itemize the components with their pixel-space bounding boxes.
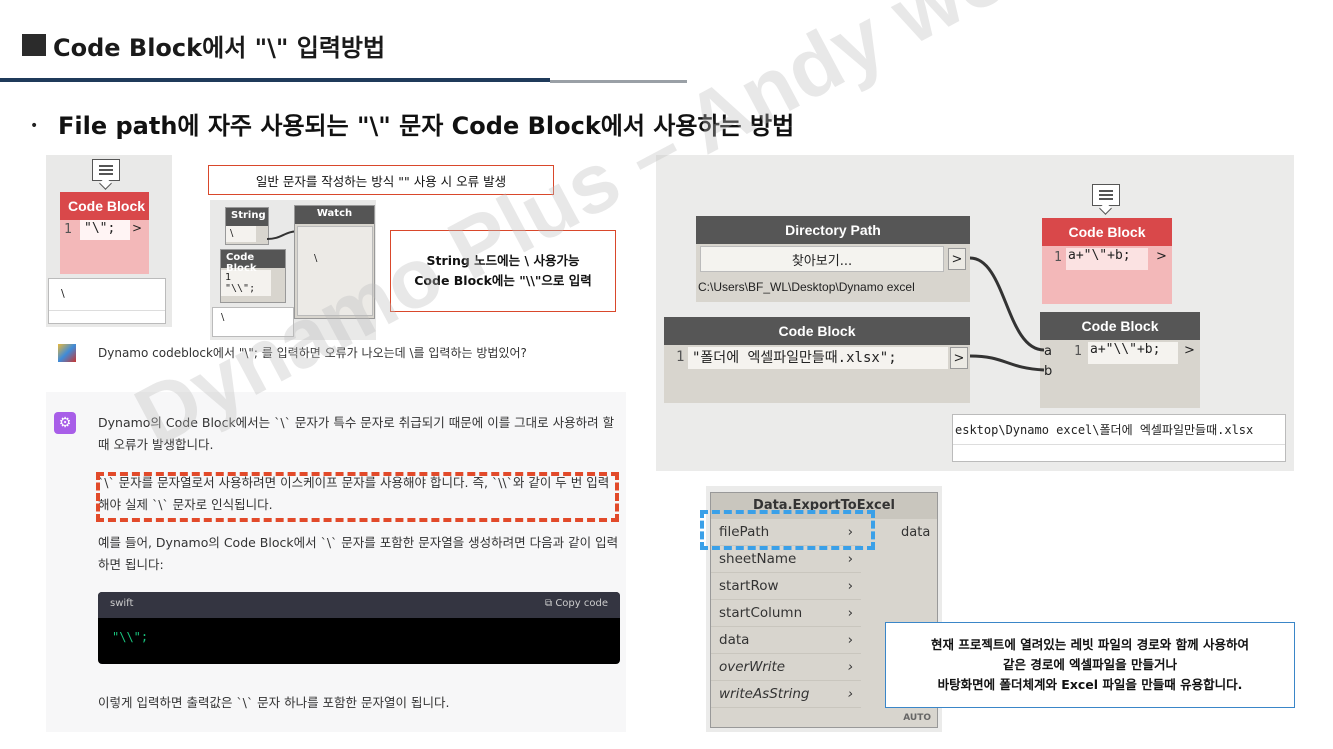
note-line3: 바탕화면에 폴더체계와 Excel 파일을 만들때 유용합니다. — [937, 677, 1243, 692]
lacing-label: AUTO — [903, 713, 931, 723]
watch-node-title: Watch — [295, 206, 374, 224]
chatgpt-logo-icon: ⚙ — [54, 412, 76, 434]
export-output-data[interactable]: data — [901, 525, 931, 540]
path-value: C:\Users\BF_WL\Desktop\Dynamo excel — [698, 280, 915, 294]
codeblock-title: Code Block — [68, 198, 146, 214]
info-line1: String 노드에는 \ 사용가능 — [426, 253, 580, 268]
join-codeblock-line: 1 — [1074, 344, 1082, 359]
error-note-box: 일반 문자를 작성하는 방식 "" 사용 시 오류 발생 — [208, 165, 554, 195]
codeblock-node-header[interactable]: Code Block — [60, 192, 149, 220]
port-sheetname[interactable]: sheetName› — [711, 546, 861, 573]
chat-question: Dynamo codeblock에서 "\"; 를 입력하면 오류가 나오는데 … — [98, 346, 527, 360]
usage-note-box: 현재 프로젝트에 열려있는 레빗 파일의 경로와 함께 사용하여 같은 경로에 … — [885, 622, 1295, 708]
red-codeblock-body: 1 a+"\"+b; > — [1042, 246, 1172, 304]
file-codeblock-body: 1 "폴더에 엑셀파일만들때.xlsx"; > — [664, 345, 970, 403]
string-node-value[interactable]: \ — [226, 226, 256, 242]
comment-icon — [92, 159, 120, 181]
title-square-icon — [22, 34, 46, 56]
browse-button[interactable]: 찾아보기... — [700, 246, 944, 272]
join-codeblock-output-port[interactable]: > — [1184, 343, 1195, 358]
file-codeblock-title: Code Block — [778, 323, 856, 339]
port-overwrite[interactable]: overWrite› — [711, 654, 861, 681]
port-startrow[interactable]: startRow› — [711, 573, 861, 600]
chat-answer-area: ⚙ Dynamo의 Code Block에서는 `\` 문자가 특수 문자로 취… — [46, 392, 626, 732]
info-line2: Code Block에는 "\\"으로 입력 — [414, 273, 592, 288]
codeblock-node-2[interactable]: Code Block 1 "\\"; — [220, 249, 286, 303]
file-codeblock-code[interactable]: "폴더에 엑셀파일만들때.xlsx"; — [688, 347, 948, 369]
red-codeblock-header[interactable]: Code Block — [1042, 218, 1172, 246]
note-line1: 현재 프로젝트에 열려있는 레빗 파일의 경로와 함께 사용하여 — [931, 637, 1249, 652]
subtitle: File path에 자주 사용되는 "\" 문자 Code Block에서 사… — [58, 112, 795, 140]
info-note-box: String 노드에는 \ 사용가능 Code Block에는 "\\"으로 입… — [390, 230, 616, 312]
join-codeblock-code[interactable]: a+"\\"+b; — [1088, 342, 1178, 364]
dynamo-app-icon — [58, 344, 76, 362]
code-lang: swift — [110, 598, 134, 609]
join-port-a[interactable]: a — [1044, 344, 1052, 359]
file-codeblock-line: 1 — [676, 349, 685, 365]
answer-p4: 이렇게 입력하면 출력값은 `\` 문자 하나를 포함한 문자열이 됩니다. — [98, 695, 450, 710]
join-codeblock-header[interactable]: Code Block — [1040, 312, 1200, 340]
answer-p1: Dynamo의 Code Block에서는 `\` 문자가 특수 문자로 취급되… — [98, 415, 615, 452]
chat-question-row: Dynamo codeblock에서 "\"; 를 입력하면 오류가 나오는데 … — [46, 340, 626, 382]
codeblock2-title: Code Block — [221, 250, 285, 274]
file-codeblock-header[interactable]: Code Block — [664, 317, 970, 345]
copy-code-button[interactable]: ⧉ Copy code — [545, 598, 608, 609]
result-value: esktop\Dynamo excel\폴더에 엑셀파일만들때.xlsx — [953, 415, 1285, 445]
page-title: Code Block에서 "\" 입력방법 — [53, 34, 386, 62]
subtitle-bullet: • — [30, 118, 39, 134]
directory-path-node-body: 찾아보기... > C:\Users\BF_WL\Desktop\Dynamo … — [696, 244, 970, 302]
directory-path-title: Directory Path — [785, 222, 881, 238]
output-value: \ — [49, 279, 165, 311]
codeblock-output-preview: \ — [48, 278, 166, 324]
watch-node[interactable]: Watch \ — [294, 205, 375, 319]
chat-panel: Dynamo codeblock에서 "\"; 를 입력하면 오류가 나오는데 … — [46, 340, 626, 732]
title-underline-grey — [550, 80, 687, 83]
comment-icon-2 — [1092, 184, 1120, 206]
red-codeblock-output-port[interactable]: > — [1156, 249, 1167, 264]
string-node[interactable]: String \ — [225, 207, 269, 245]
join-codeblock-body: a b 1 a+"\\"+b; > — [1040, 340, 1200, 408]
file-codeblock-output-port[interactable]: > — [950, 347, 968, 369]
highlight-dashed-blue — [700, 510, 875, 550]
output-port-icon[interactable]: > — [132, 221, 143, 235]
codeblock2-output-preview: \ — [212, 307, 294, 337]
note-line2: 같은 경로에 엑셀파일을 만들거나 — [1002, 657, 1178, 672]
red-codeblock-code[interactable]: a+"\"+b; — [1066, 248, 1148, 270]
port-startcolumn[interactable]: startColumn› — [711, 600, 861, 627]
codeblock2-code[interactable]: 1 "\\"; — [221, 270, 271, 296]
answer-p3: 예를 들어, Dynamo의 Code Block에서 `\` 문자를 포함한 … — [98, 535, 619, 572]
codeblock-node-body[interactable]: 1 "\"; > — [60, 220, 149, 274]
export-node-title: Data.ExportToExcel — [711, 493, 937, 519]
codeblock-line-number: 1 — [64, 222, 72, 237]
join-result-preview: esktop\Dynamo excel\폴더에 엑셀파일만들때.xlsx — [952, 414, 1286, 462]
title-underline — [0, 78, 550, 82]
watch-node-value: \ — [297, 226, 373, 316]
dirpath-output-port[interactable]: > — [948, 248, 966, 270]
join-port-b[interactable]: b — [1044, 364, 1053, 379]
port-writeasstring[interactable]: writeAsString› — [711, 681, 861, 708]
code-content: "\\"; — [112, 630, 149, 644]
port-filepath[interactable]: filePath› — [711, 519, 861, 546]
answer-p2: `\` 문자를 문자열로서 사용하려면 이스케이프 문자를 사용해야 합니다. … — [98, 475, 610, 512]
codeblock-code[interactable]: "\"; — [80, 220, 130, 240]
string-node-title: String — [226, 208, 268, 226]
graph-wires — [969, 256, 1045, 372]
join-codeblock-title: Code Block — [1081, 318, 1159, 334]
port-data[interactable]: data› — [711, 627, 861, 654]
red-codeblock-line: 1 — [1054, 250, 1062, 265]
output2-value: \ — [221, 312, 225, 323]
code-block: swift ⧉ Copy code "\\"; — [98, 592, 620, 664]
highlight-dashed-red — [96, 472, 619, 522]
red-codeblock-title: Code Block — [1068, 224, 1146, 240]
directory-path-node-header[interactable]: Directory Path — [696, 216, 970, 244]
